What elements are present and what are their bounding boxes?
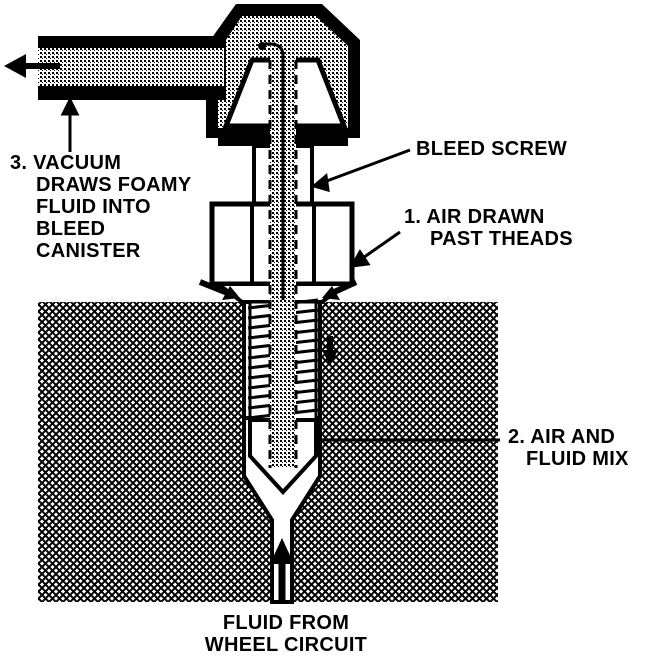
label-air-drawn: 1. AIR DRAWN PAST THEADS	[404, 206, 573, 250]
label-vacuum-line-1: 3. VACUUM	[10, 152, 122, 174]
label-vacuum-line-3: FLUID INTO	[36, 196, 151, 218]
label-vacuum-line-2: DRAWS FOAMY	[36, 174, 192, 196]
label-air-drawn-line-1: 1. AIR DRAWN	[404, 206, 545, 228]
label-vacuum-line-4: BLEED	[36, 218, 106, 240]
bleed-screw	[209, 42, 355, 495]
label-air-fluid-mix-line-2: FLUID MIX	[526, 448, 629, 470]
flow-arrows	[4, 54, 358, 600]
label-fluid-from-line-1: FLUID FROM	[222, 612, 350, 634]
label-bleed-screw: BLEED SCREW	[416, 138, 567, 160]
label-air-drawn-line-2: PAST THEADS	[430, 228, 573, 250]
label-vacuum-line-5: CANISTER	[36, 240, 141, 262]
label-fluid-from: FLUID FROM WHEEL CIRCUIT	[186, 612, 386, 656]
label-fluid-from-line-2: WHEEL CIRCUIT	[204, 634, 368, 656]
label-vacuum: 3. VACUUM DRAWS FOAMY FLUID INTO BLEED C…	[10, 152, 192, 262]
label-bleed-screw-line-1: BLEED SCREW	[416, 138, 568, 160]
label-air-fluid-mix: 2. AIR AND FLUID MIX	[508, 426, 629, 470]
bleed-canister	[38, 4, 360, 146]
label-air-fluid-mix-line-1: 2. AIR AND	[508, 426, 616, 448]
leader-lines	[60, 96, 500, 442]
